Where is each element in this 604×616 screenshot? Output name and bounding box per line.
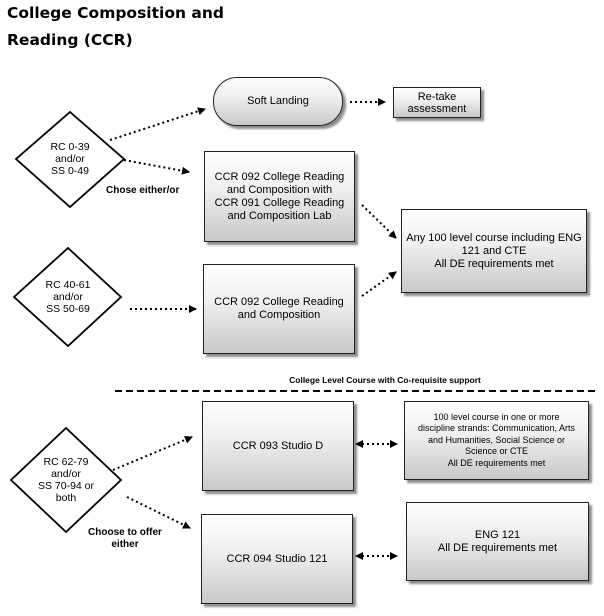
arrow-d3-ccr094 <box>126 496 191 529</box>
ccr092-with-ccr091-box: CCR 092 College Reading and Composition … <box>204 151 355 242</box>
choose-to-offer-note: Choose to offer either <box>88 527 162 550</box>
ccr094-box: CCR 094 Studio 121 <box>201 514 353 604</box>
divider-caption: College Level Course with Co-requisite s… <box>289 375 481 385</box>
diamond-shape-2 <box>12 246 123 348</box>
arrow-ccr092-any100 <box>361 271 397 297</box>
arrow-d3-ccr093 <box>112 436 193 471</box>
diamond-label-1: RC 0-39 and/or SS 0-49 <box>50 141 90 177</box>
ccr092-box: CCR 092 College Reading and Composition <box>203 264 355 354</box>
ccr093-box: CCR 093 Studio D <box>202 401 354 491</box>
retake-assessment-box: Re-take assessment <box>393 87 481 118</box>
page-title: College Composition and Reading (CCR) <box>7 4 225 49</box>
diamond-shape-3 <box>9 426 123 534</box>
diamond-label-3: RC 62-79 and/or SS 70-94 or both <box>37 456 95 504</box>
soft-landing-box: Soft Landing <box>213 77 343 126</box>
eng121-box: ENG 121 All DE requirements met <box>406 502 589 581</box>
level-100-course-box: 100 level course in one or more discipli… <box>404 401 589 480</box>
diamond-shape-1 <box>14 110 126 209</box>
diamond-label-2: RC 40-61 and/or SS 50-69 <box>45 279 91 315</box>
arrow-d1-ccr092-lab <box>123 159 190 175</box>
arrow-ccr092-lab-any100 <box>361 204 397 239</box>
arrow-d1-soft-landing <box>109 107 206 141</box>
chose-either-or-note: Chose either/or <box>106 185 180 196</box>
any-100-level-box: Any 100 level course including ENG 121 a… <box>401 209 587 293</box>
